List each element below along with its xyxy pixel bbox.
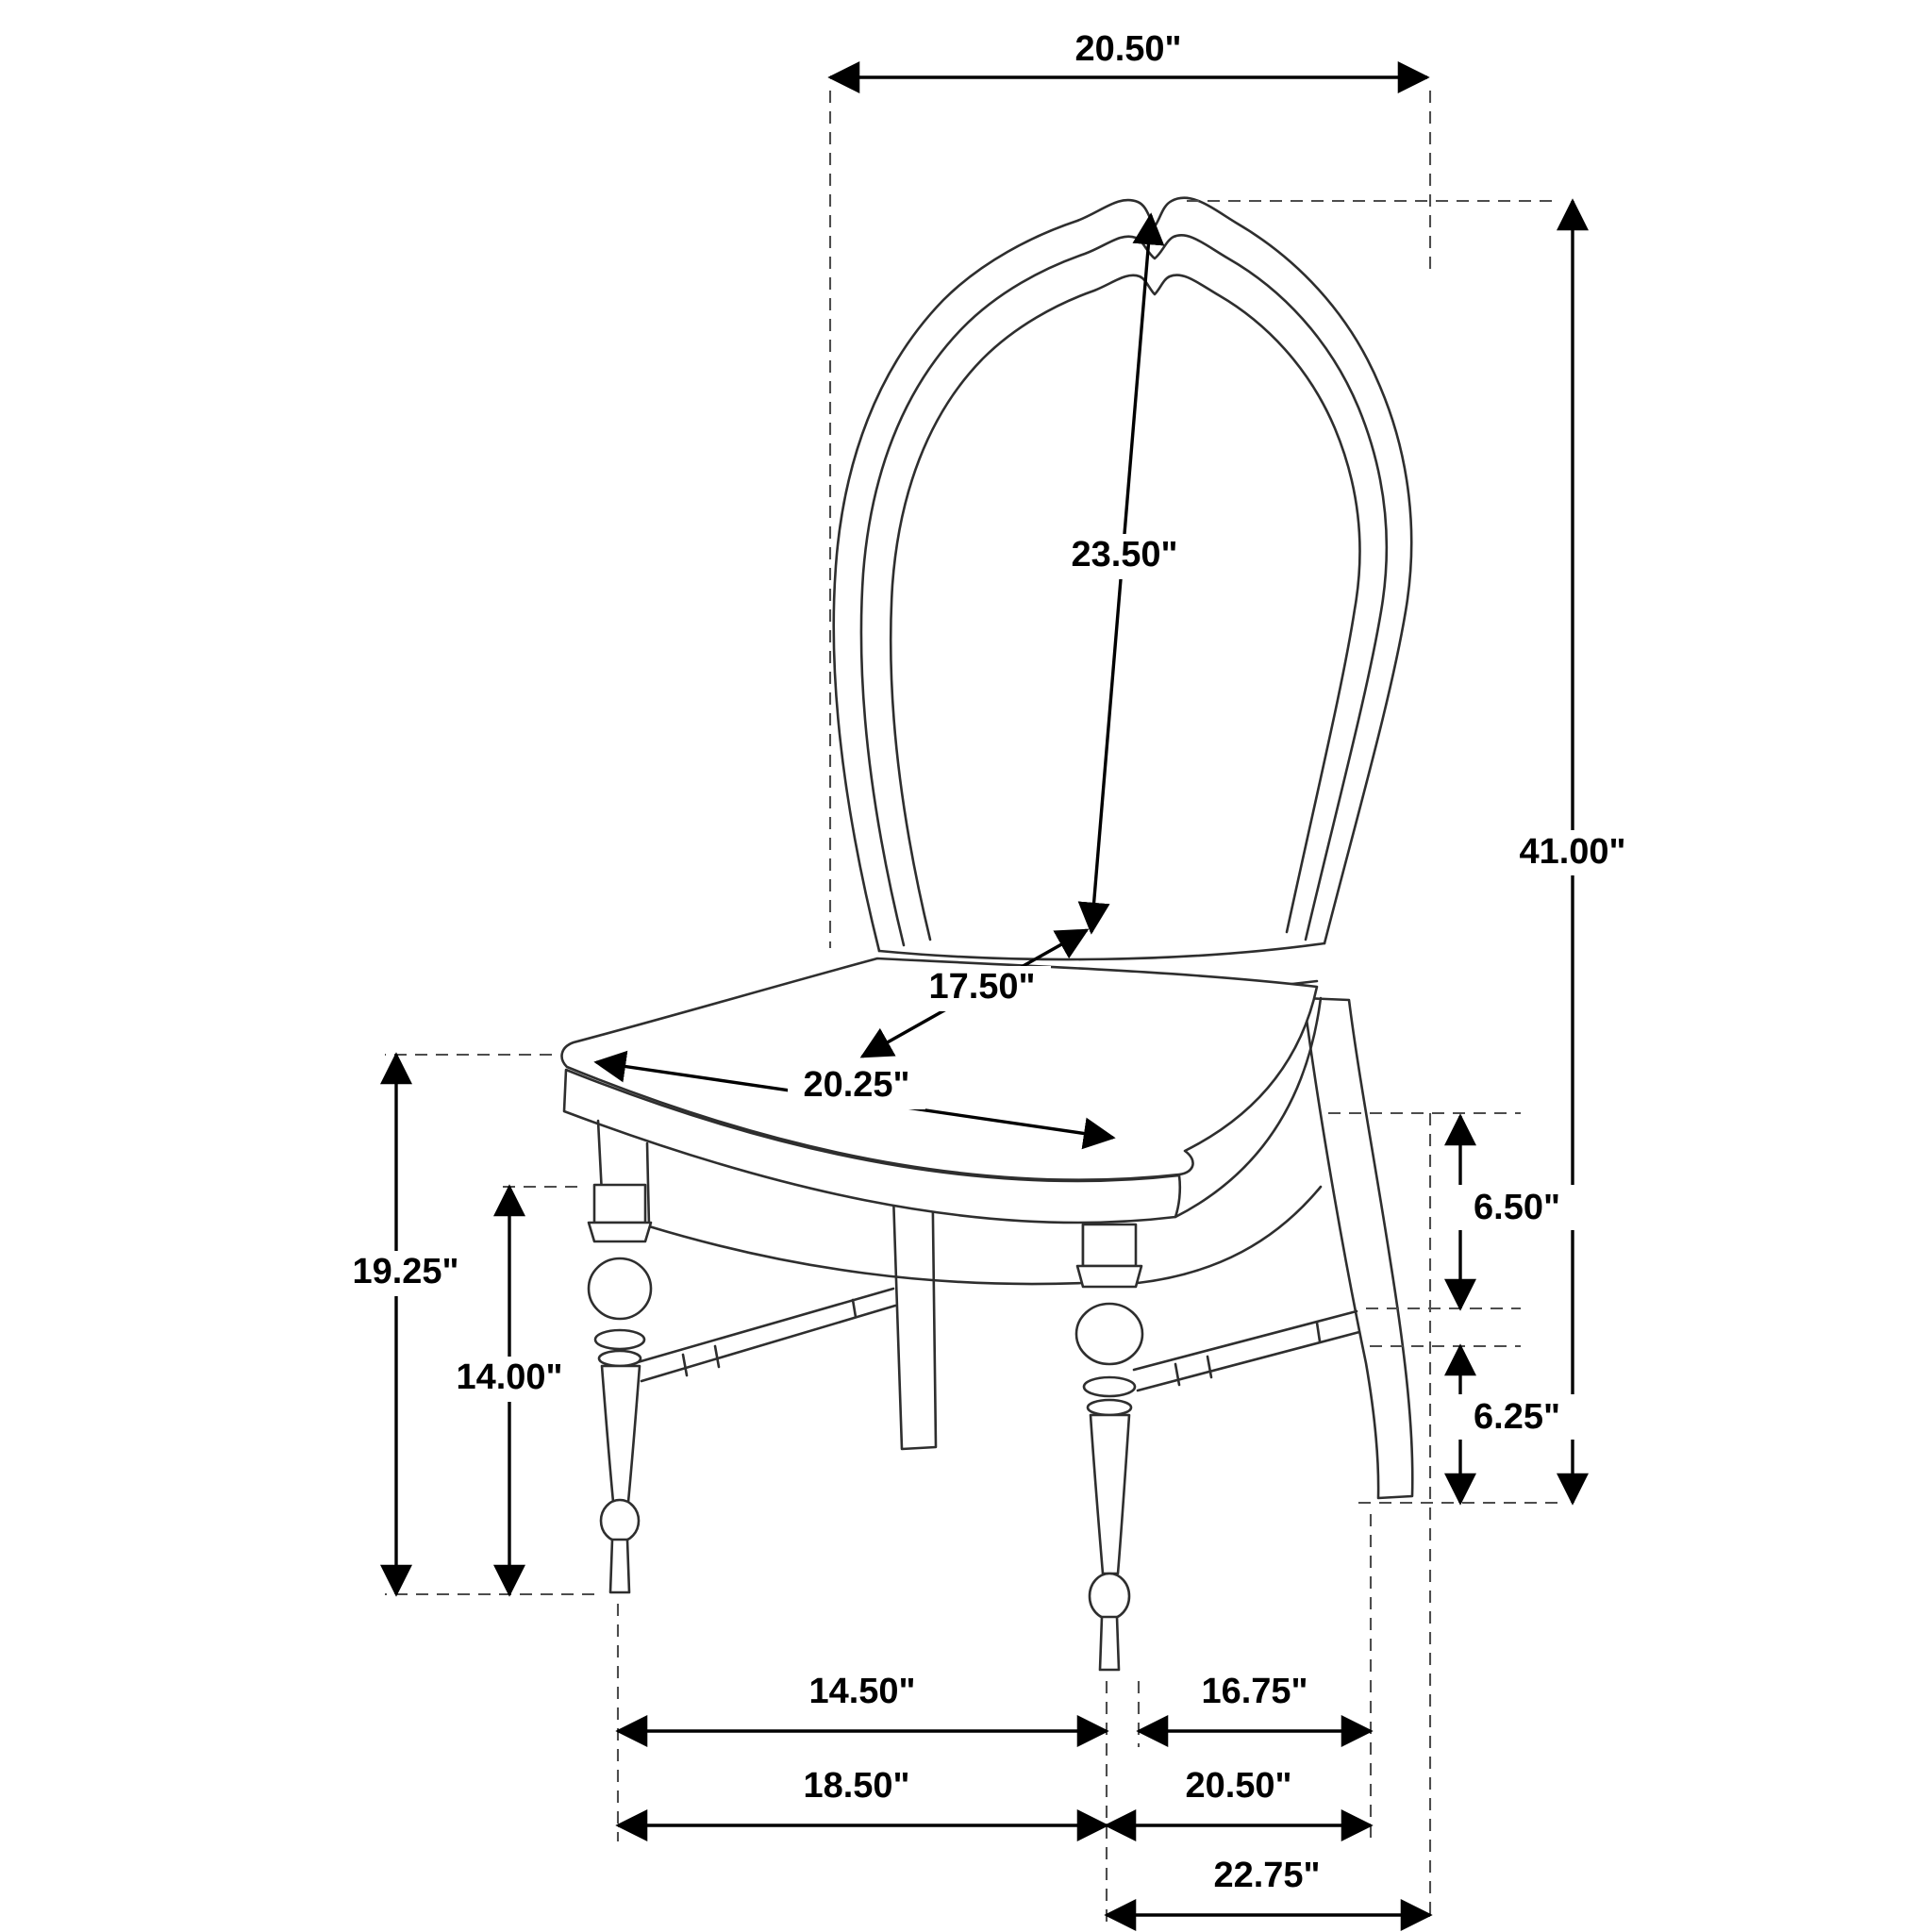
back-rail-top — [877, 941, 1326, 961]
dim-leg-height-label: 14.00" — [456, 1357, 562, 1397]
dim-back-width-label: 20.50" — [1074, 29, 1181, 69]
dim-overall-depth-label: 22.75" — [1213, 1856, 1320, 1895]
backrest-panel-outline — [889, 274, 1361, 941]
extension-lines — [385, 91, 1558, 1929]
dim-seat-depth-label: 17.50" — [928, 967, 1035, 1007]
dim-overall-height-label: 41.00" — [1519, 832, 1625, 872]
back-right-leg — [1302, 996, 1414, 1500]
dim-stretcher-floor-label: 6.25" — [1474, 1397, 1560, 1437]
front-left-leg — [587, 1183, 653, 1594]
front-right-leg — [1074, 1223, 1144, 1672]
chair-drawing — [560, 196, 1414, 1672]
dim-seat-height-label: 19.25" — [352, 1252, 458, 1291]
dim-side-depth-label: 20.50" — [1185, 1766, 1291, 1806]
dimension-labels: 20.50" 41.00" 23.50" 17.50" 20.25" 19.25… — [352, 29, 1625, 1895]
dim-seat-stretcher-label: 6.50" — [1474, 1188, 1560, 1227]
dim-front-width-label: 18.50" — [803, 1766, 909, 1806]
dim-side-leg-span-label: 16.75" — [1201, 1672, 1307, 1711]
dim-back-height-label: 23.50" — [1071, 535, 1177, 575]
left-stretcher — [636, 1287, 897, 1383]
right-stretcher — [1132, 1309, 1361, 1392]
dim-seat-width-label: 20.25" — [803, 1065, 909, 1105]
label-backgrounds — [337, 534, 1644, 1440]
dim-front-leg-span-label: 14.50" — [808, 1672, 915, 1711]
seat-right-face — [1174, 996, 1323, 1219]
